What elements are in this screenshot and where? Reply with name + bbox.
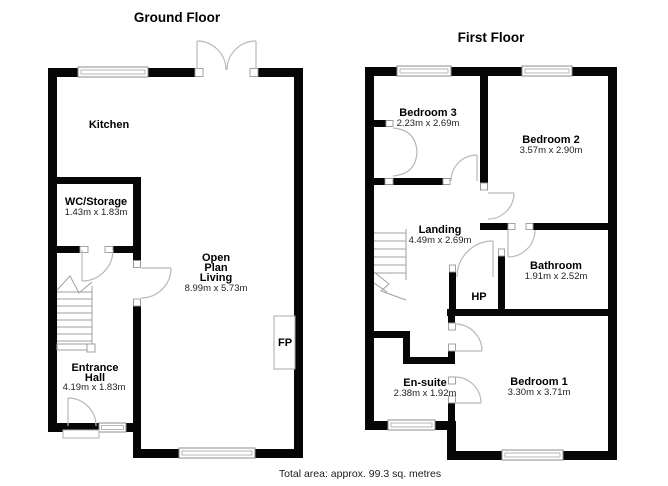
ground-floor-stairs	[56, 275, 96, 353]
room-label-wc-storage: WC/Storage	[65, 196, 127, 208]
window	[98, 422, 127, 433]
room-dims-bathroom: 1.91m x 2.52m	[525, 271, 588, 282]
closet-double-door	[384, 120, 418, 185]
room-label-entrance-line2: Hall	[85, 372, 105, 384]
room-label-kitchen: Kitchen	[89, 119, 130, 131]
room-dims-landing: 4.49m x 2.69m	[409, 235, 472, 246]
first-floor-doors	[384, 120, 536, 404]
door	[133, 260, 172, 307]
room-dims-entrance: 4.19m x 1.83m	[63, 382, 126, 393]
room-dims-bedroom1: 3.30m x 3.71m	[508, 387, 571, 398]
room-label-bedroom3: Bedroom 3	[399, 107, 456, 119]
room-label-bedroom2: Bedroom 2	[522, 134, 579, 146]
room-label-bathroom: Bathroom	[530, 260, 582, 272]
door	[507, 223, 536, 258]
window	[178, 447, 256, 459]
door	[442, 154, 478, 185]
room-label-open-plan-line2: Plan	[204, 262, 228, 274]
ground-floor-walls	[48, 68, 303, 458]
first-floor-stairs	[373, 229, 407, 301]
window	[501, 449, 564, 461]
ground-floor-title: Ground Floor	[134, 10, 221, 25]
door	[448, 322, 483, 352]
room-dims-wc-storage: 1.43m x 1.83m	[65, 207, 128, 218]
window	[396, 65, 452, 77]
room-dims-bedroom2: 3.57m x 2.90m	[520, 145, 583, 156]
fireplace-label: FP	[278, 337, 292, 349]
door	[480, 182, 515, 220]
door	[79, 246, 114, 282]
total-area-note: Total area: approx. 99.3 sq. metres	[279, 468, 441, 480]
room-label-entrance-line1: Entrance	[71, 362, 118, 374]
room-label-landing: Landing	[419, 224, 462, 236]
window	[387, 419, 436, 431]
hp-cupboard-label: HP	[471, 291, 486, 303]
ground-floor-plan: Ground Floor Kitchen WC/Storage 1.43m x …	[48, 10, 303, 459]
front-door	[62, 397, 100, 439]
room-label-bedroom1: Bedroom 1	[510, 376, 567, 388]
room-dims-bedroom3: 2.23m x 2.69m	[397, 118, 460, 129]
ground-floor-doors	[62, 40, 259, 439]
room-dims-ensuite: 2.38m x 1.92m	[394, 388, 457, 399]
room-label-open-plan-line3: Living	[200, 272, 232, 284]
first-floor-plan: First Floor Bedroom 3 2.23m x 2.69m Bedr…	[365, 30, 617, 461]
fireplace-box	[273, 315, 296, 370]
room-label-ensuite: En-suite	[403, 377, 446, 389]
double-door	[194, 40, 259, 77]
room-label-open-plan-line1: Open	[202, 252, 230, 264]
door	[448, 376, 482, 404]
first-floor-windows	[387, 65, 573, 461]
window	[77, 66, 149, 78]
window	[521, 65, 573, 77]
first-floor-title: First Floor	[458, 30, 525, 45]
ground-floor-windows	[77, 66, 256, 459]
room-dims-open-plan: 8.99m x 5.73m	[185, 283, 248, 294]
cupboard-door	[449, 240, 505, 278]
